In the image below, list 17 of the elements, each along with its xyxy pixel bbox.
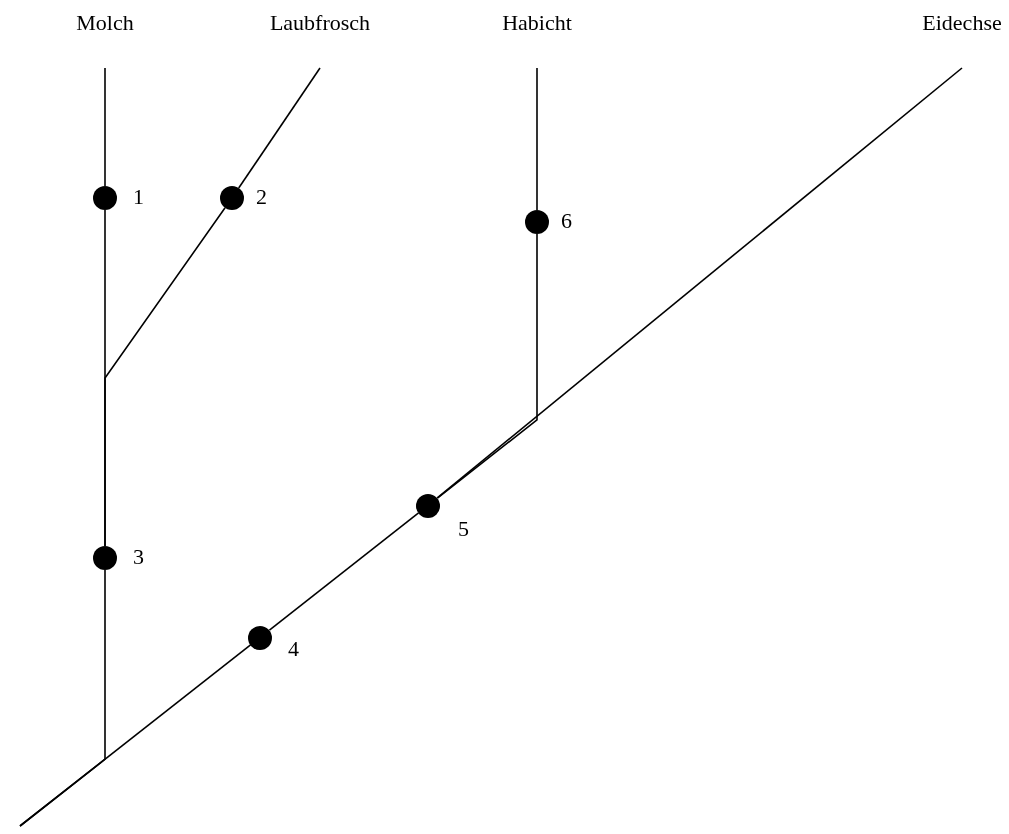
branch-line <box>19 644 252 827</box>
taxon-label: Habicht <box>502 10 572 36</box>
branch-line <box>436 67 963 499</box>
character-number: 5 <box>458 515 469 542</box>
taxon-label: Molch <box>76 10 134 36</box>
branch-line <box>104 67 106 187</box>
character-number: 6 <box>561 208 572 234</box>
character-number: 2 <box>256 184 267 210</box>
character-number: 1 <box>133 184 144 210</box>
branch-line <box>104 207 226 547</box>
character-number: 3 <box>133 544 144 570</box>
branch-line <box>536 67 538 211</box>
branch-line <box>268 512 420 631</box>
taxon-label: Laubfrosch <box>269 10 371 36</box>
character-number: 4 <box>288 635 299 662</box>
taxon-label: Eidechse <box>922 10 1002 36</box>
branch-line <box>237 67 321 189</box>
